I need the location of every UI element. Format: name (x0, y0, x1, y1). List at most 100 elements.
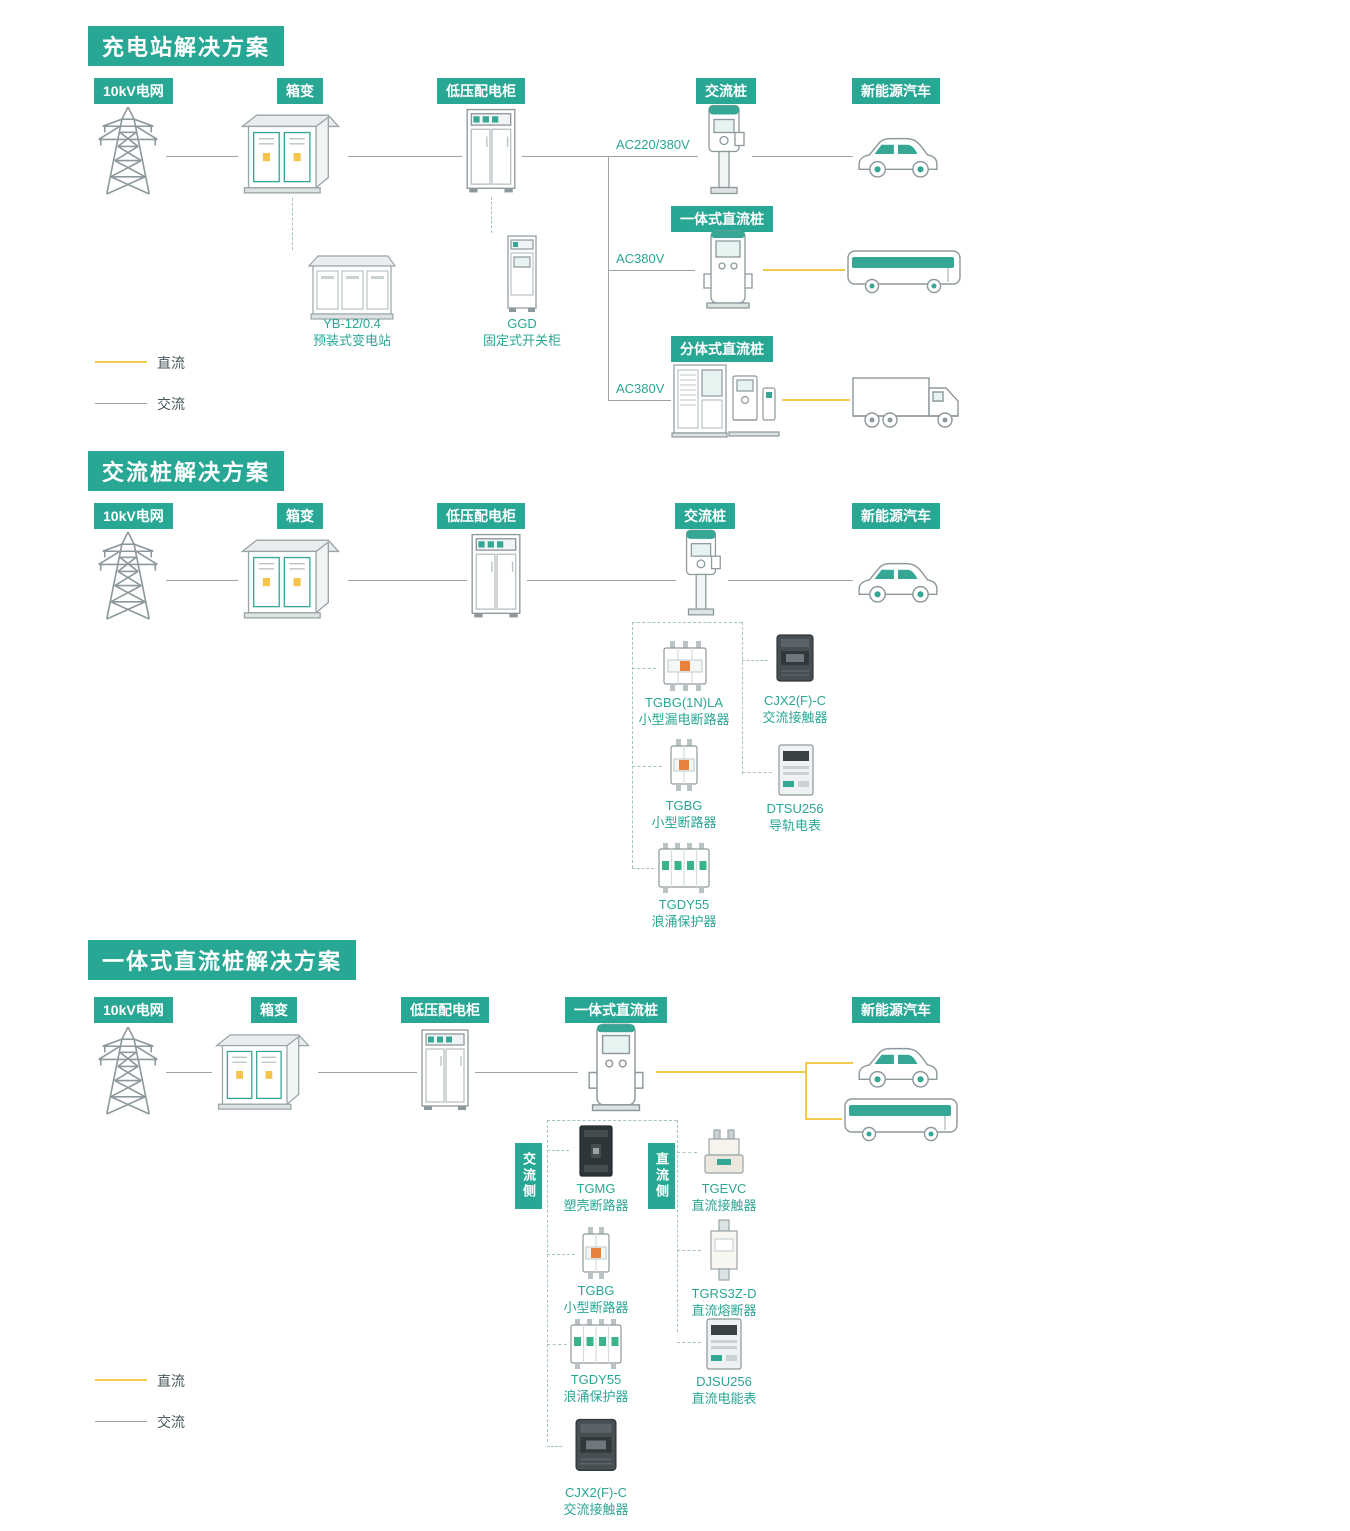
dashed-connector (547, 1120, 548, 1442)
dashed-connector (632, 622, 633, 868)
connector-line (522, 156, 698, 157)
dashed-connector (677, 1120, 678, 1332)
legend-ac-text: 交流 (157, 1414, 185, 1430)
legend-dc-line (95, 1379, 147, 1381)
s3-label-ev: 新能源汽车 (852, 997, 940, 1023)
rcbo-breaker-icon (656, 640, 712, 692)
connector-trunk (608, 156, 609, 401)
switchgear-label: GGD 固定式开关柜 (482, 316, 561, 348)
dashed-connector (632, 622, 742, 623)
component-label: DTSU256 导轨电表 (766, 801, 824, 833)
s2-label-lv-cabinet: 低压配电柜 (437, 503, 525, 529)
dc-fuse-icon (701, 1218, 747, 1282)
mccb-breaker-icon (570, 1122, 622, 1180)
section2-title: 交流桩解决方案 (88, 451, 285, 491)
mcb-breaker-icon (576, 1226, 616, 1281)
ev-car-icon (853, 553, 943, 609)
power-tower-icon (92, 527, 164, 623)
ev-car-icon (853, 128, 943, 184)
component-label: TGMG 塑壳断路器 (563, 1181, 629, 1213)
connector-line (318, 1072, 417, 1073)
legend-dc-text: 直流 (157, 1373, 185, 1389)
lv-cabinet-icon (462, 105, 520, 197)
ggd-switchgear-icon (504, 233, 540, 315)
s2-label-ev: 新能源汽车 (852, 503, 940, 529)
connector-line (166, 1072, 212, 1073)
component-label: TGRS3Z-D 直流熔断器 (691, 1286, 757, 1318)
s1-label-ac-pile: 交流桩 (696, 78, 756, 104)
dc-connector-line (656, 1071, 805, 1073)
power-tower-icon (92, 1022, 164, 1118)
split-dc-pile-icon (671, 362, 781, 440)
dashed-stub (547, 1254, 575, 1255)
ac-pile-icon (676, 527, 726, 619)
surge-protector-icon (567, 1318, 625, 1370)
component-label: TGBG 小型断路器 (563, 1283, 629, 1315)
dashed-stub (742, 772, 772, 773)
ev-car-icon (853, 1038, 943, 1094)
s1-label-grid: 10kV电网 (94, 78, 173, 104)
connector-line (728, 580, 853, 581)
ac-pile-icon (698, 102, 750, 198)
connector-line (166, 156, 238, 157)
connector-line (752, 156, 853, 157)
s2-label-grid: 10kV电网 (94, 503, 173, 529)
dashed-stub (632, 766, 662, 767)
connector-line (166, 580, 238, 581)
box-transformer-icon (212, 1028, 316, 1114)
ac-contactor-icon (768, 630, 822, 688)
dashed-stub (677, 1152, 697, 1153)
component-label: TGEVC 直流接触器 (691, 1181, 757, 1213)
connector-line (348, 580, 467, 581)
legend-ac-line (95, 403, 147, 404)
connector-line (475, 1072, 578, 1073)
dc-contactor-icon (697, 1126, 751, 1178)
box-transformer-icon (238, 108, 346, 198)
section3-title: 一体式直流桩解决方案 (88, 940, 357, 980)
dashed-stub (547, 1446, 562, 1447)
connector-line (608, 270, 695, 271)
ac-side-badge: 交流侧 (515, 1143, 542, 1209)
legend-ac-text: 交流 (157, 396, 185, 412)
dc-connector-line (763, 269, 845, 271)
rail-meter-icon (773, 742, 819, 798)
mcb-breaker-icon (664, 738, 704, 793)
voltage-label-ac380-split: AC380V (616, 381, 665, 396)
component-label: DJSU256 直流电能表 (691, 1374, 757, 1406)
s1-label-ev: 新能源汽车 (852, 78, 940, 104)
dc-pile-icon (578, 1018, 654, 1118)
component-label: TGBG 小型断路器 (651, 798, 717, 830)
dc-energy-meter-icon (701, 1316, 747, 1372)
legend-ac-line (95, 1421, 147, 1422)
lv-cabinet-icon (417, 1025, 473, 1115)
dc-connector-line (805, 1118, 842, 1120)
s1-label-transformer: 箱变 (277, 78, 323, 104)
s1-label-lv-cabinet: 低压配电柜 (437, 78, 525, 104)
dashed-stub (632, 868, 654, 869)
prefab-substation-icon (306, 250, 398, 322)
dashed-stub (632, 668, 656, 669)
substation-label: YB-12/0.4 预装式变电站 (312, 316, 391, 348)
connector-line (348, 156, 462, 157)
s3-label-grid: 10kV电网 (94, 997, 173, 1023)
dc-side-badge: 直流侧 (648, 1143, 675, 1209)
lv-cabinet-icon (467, 530, 525, 622)
ev-bus-icon (842, 1094, 962, 1144)
box-transformer-icon (238, 533, 346, 623)
s3-label-transformer: 箱变 (251, 997, 297, 1023)
component-label: TGDY55 浪涌保护器 (651, 897, 717, 929)
dashed-connector (742, 622, 743, 774)
ac-contactor-icon (562, 1414, 630, 1478)
dashed-connector (292, 198, 293, 250)
s3-label-dc-pile: 一体式直流桩 (565, 997, 667, 1023)
section1-title: 充电站解决方案 (88, 26, 285, 66)
dashed-stub (677, 1250, 701, 1251)
dashed-stub (547, 1150, 569, 1151)
dashed-stub (742, 660, 768, 661)
component-label: CJX2(F)-C 交流接触器 (563, 1485, 629, 1517)
connector-line (527, 580, 676, 581)
dc-connector-line (782, 399, 850, 401)
dashed-stub (547, 1344, 567, 1345)
component-label: CJX2(F)-C 交流接触器 (762, 693, 828, 725)
